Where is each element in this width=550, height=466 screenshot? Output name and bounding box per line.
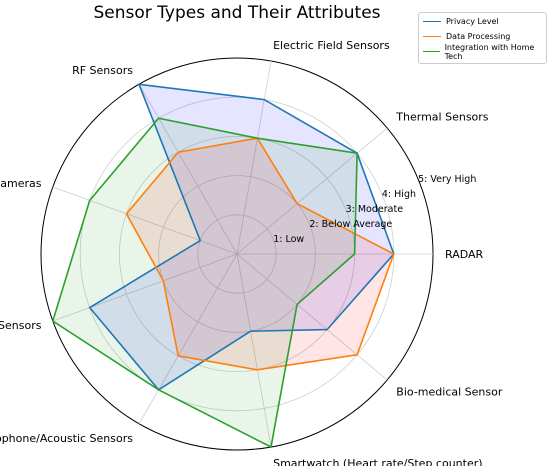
legend-swatch-integration-with-home-tech: [423, 51, 440, 52]
legend-label-data-processing: Data Processing: [446, 32, 511, 41]
radial-tick-label: 4: High: [382, 189, 416, 200]
grid-spoke: [236, 60, 272, 255]
category-label-smartwatch-heart-rate-step-counter: Smartwatch (Heart rate/Step counter): [273, 457, 482, 466]
series-line-privacy-level: [88, 83, 395, 391]
series-area-privacy-level: [89, 84, 394, 390]
radial-tick-labels: 1: Low 2: Below Average 3: Moderate 4: High…: [273, 174, 476, 245]
category-label-bio-medical-sensor: Bio-medical Sensor: [396, 386, 503, 399]
series-area-data-processing: [126, 138, 394, 370]
legend-label-integration-with-home-tech: Integration with Home Tech: [444, 42, 535, 61]
category-label-electric-field-sensors: Electric Field Sensors: [273, 39, 390, 52]
grid-spoke: [138, 253, 238, 424]
legend-label-privacy-level: Privacy Level: [446, 17, 499, 26]
category-label-thermal-sensors: Thermal Sensors: [395, 110, 489, 123]
category-label-cameras: Cameras: [0, 177, 42, 190]
series-area-integration-with-home-tech: [52, 118, 358, 447]
chart-title: Sensor Types and Their Attributes: [93, 3, 380, 23]
grid-spoke: [236, 127, 388, 255]
radial-tick-label: 3: Moderate: [346, 204, 404, 215]
series-line-data-processing: [125, 137, 395, 371]
grid-spoke: [138, 84, 238, 255]
legend-item-integration-with-home-tech: Integration with Home Tech: [423, 42, 546, 61]
radial-tick-label: 2: Below Average: [309, 219, 392, 230]
category-label-radar: RADAR: [445, 248, 484, 261]
grid-spoke: [52, 186, 238, 255]
category-labels: RADAR Thermal Sensors Electric Field Senso…: [0, 39, 503, 466]
grid-spoke: [236, 253, 272, 448]
category-label-microphone-acoustic-sensors: Microphone/Acoustic Sensors: [0, 432, 133, 445]
series-line-integration-with-home-tech: [51, 117, 358, 449]
series-fills: [52, 84, 394, 447]
legend-swatch-data-processing: [423, 36, 441, 37]
legend-swatch-privacy-level: [423, 21, 441, 22]
series-lines: [51, 83, 395, 449]
legend-item-privacy-level: Privacy Level: [423, 15, 546, 28]
legend: Privacy Level Data Processing Integratio…: [418, 12, 547, 64]
legend-item-data-processing: Data Processing: [423, 30, 546, 43]
grid-spoke: [236, 253, 388, 381]
radial-tick-label: 5: Very High: [418, 174, 476, 185]
category-label-rf-sensors: RF Sensors: [72, 64, 133, 77]
grid-spoke: [52, 253, 238, 322]
category-label-infrared-sensors: Infrared Sensors: [0, 319, 42, 332]
radial-tick-label: 1: Low: [273, 234, 304, 245]
